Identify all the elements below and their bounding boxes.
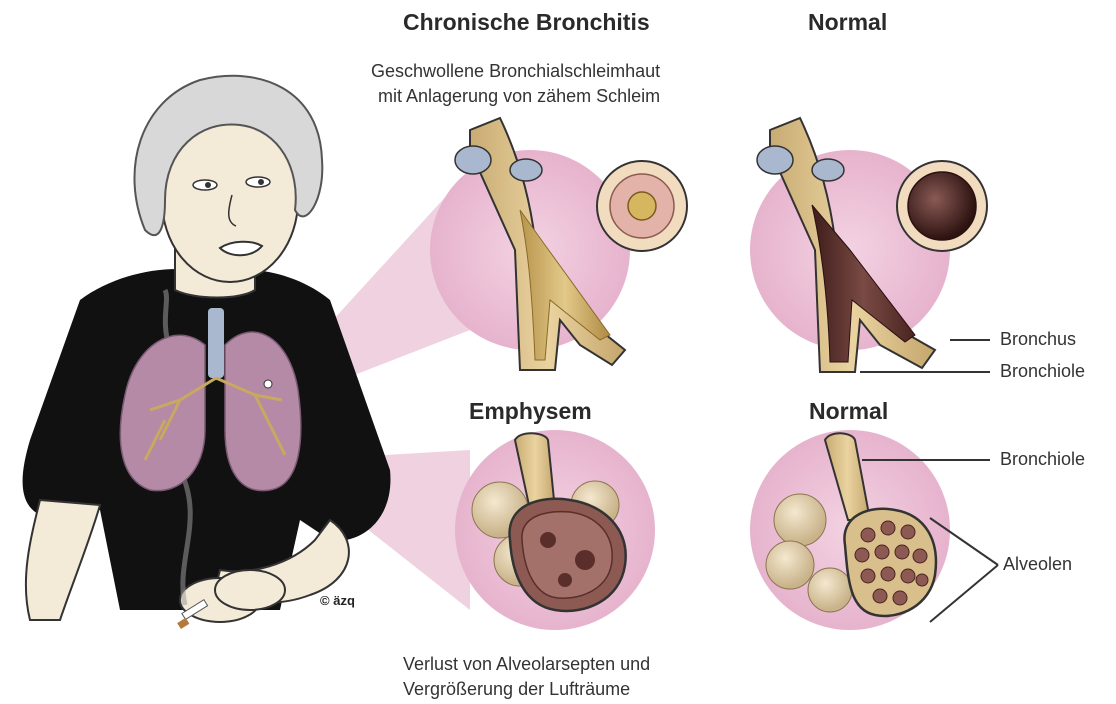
label-alveoli: Alveolen bbox=[1003, 554, 1072, 575]
caption-emphysema-line1: Verlust von Alveolarsepten und bbox=[403, 652, 650, 676]
title-chronic-bronchitis: Chronische Bronchitis bbox=[403, 9, 650, 36]
bronchitis-cross-mucus bbox=[628, 192, 656, 220]
caption-bronchitis-line2: mit Anlagerung von zähem Schleim bbox=[378, 84, 660, 108]
zoom-marker bbox=[264, 380, 272, 388]
normal-alveoli-bg-1 bbox=[774, 494, 826, 546]
emphysema-hole-3 bbox=[558, 573, 572, 587]
bronchitis-cartilage-1 bbox=[455, 146, 491, 174]
emphysema-hole-2 bbox=[575, 550, 595, 570]
title-emphysema: Emphysem bbox=[469, 398, 592, 425]
copyright-credit: © äzq bbox=[320, 593, 355, 608]
bronchitis-panel bbox=[430, 118, 687, 370]
right-pupil bbox=[258, 179, 264, 185]
copyright-icon: © bbox=[320, 593, 330, 608]
label-bronchiole-bottom: Bronchiole bbox=[1000, 449, 1085, 470]
caption-bronchitis-line1: Geschwollene Bronchialschleimhaut bbox=[371, 59, 660, 83]
label-bronchus: Bronchus bbox=[1000, 329, 1076, 350]
title-normal-top: Normal bbox=[808, 9, 887, 36]
normal-cross-lumen bbox=[908, 172, 976, 240]
alveoli-callout-line-2 bbox=[930, 565, 998, 622]
emphysema-panel bbox=[455, 430, 655, 630]
credit-text: äzq bbox=[333, 593, 355, 608]
normal-alveoli-panel bbox=[750, 430, 998, 630]
cigarette-filter bbox=[177, 618, 189, 629]
normal-cartilage-1 bbox=[757, 146, 793, 174]
caption-emphysema-line2: Vergrößerung der Lufträume bbox=[403, 677, 630, 701]
patient-figure bbox=[23, 76, 391, 629]
title-normal-bottom: Normal bbox=[809, 398, 888, 425]
right-hand bbox=[215, 570, 285, 610]
emphysema-hole-1 bbox=[540, 532, 556, 548]
left-pupil bbox=[205, 182, 211, 188]
normal-cartilage-2 bbox=[812, 159, 844, 181]
normal-alveoli-bg-3 bbox=[808, 568, 852, 612]
label-bronchiole-top: Bronchiole bbox=[1000, 361, 1085, 382]
bronchitis-cartilage-2 bbox=[510, 159, 542, 181]
normal-bronchus-panel bbox=[750, 118, 990, 372]
trachea bbox=[208, 308, 224, 378]
normal-alveoli-bg-2 bbox=[766, 541, 814, 589]
left-arm bbox=[26, 500, 100, 620]
